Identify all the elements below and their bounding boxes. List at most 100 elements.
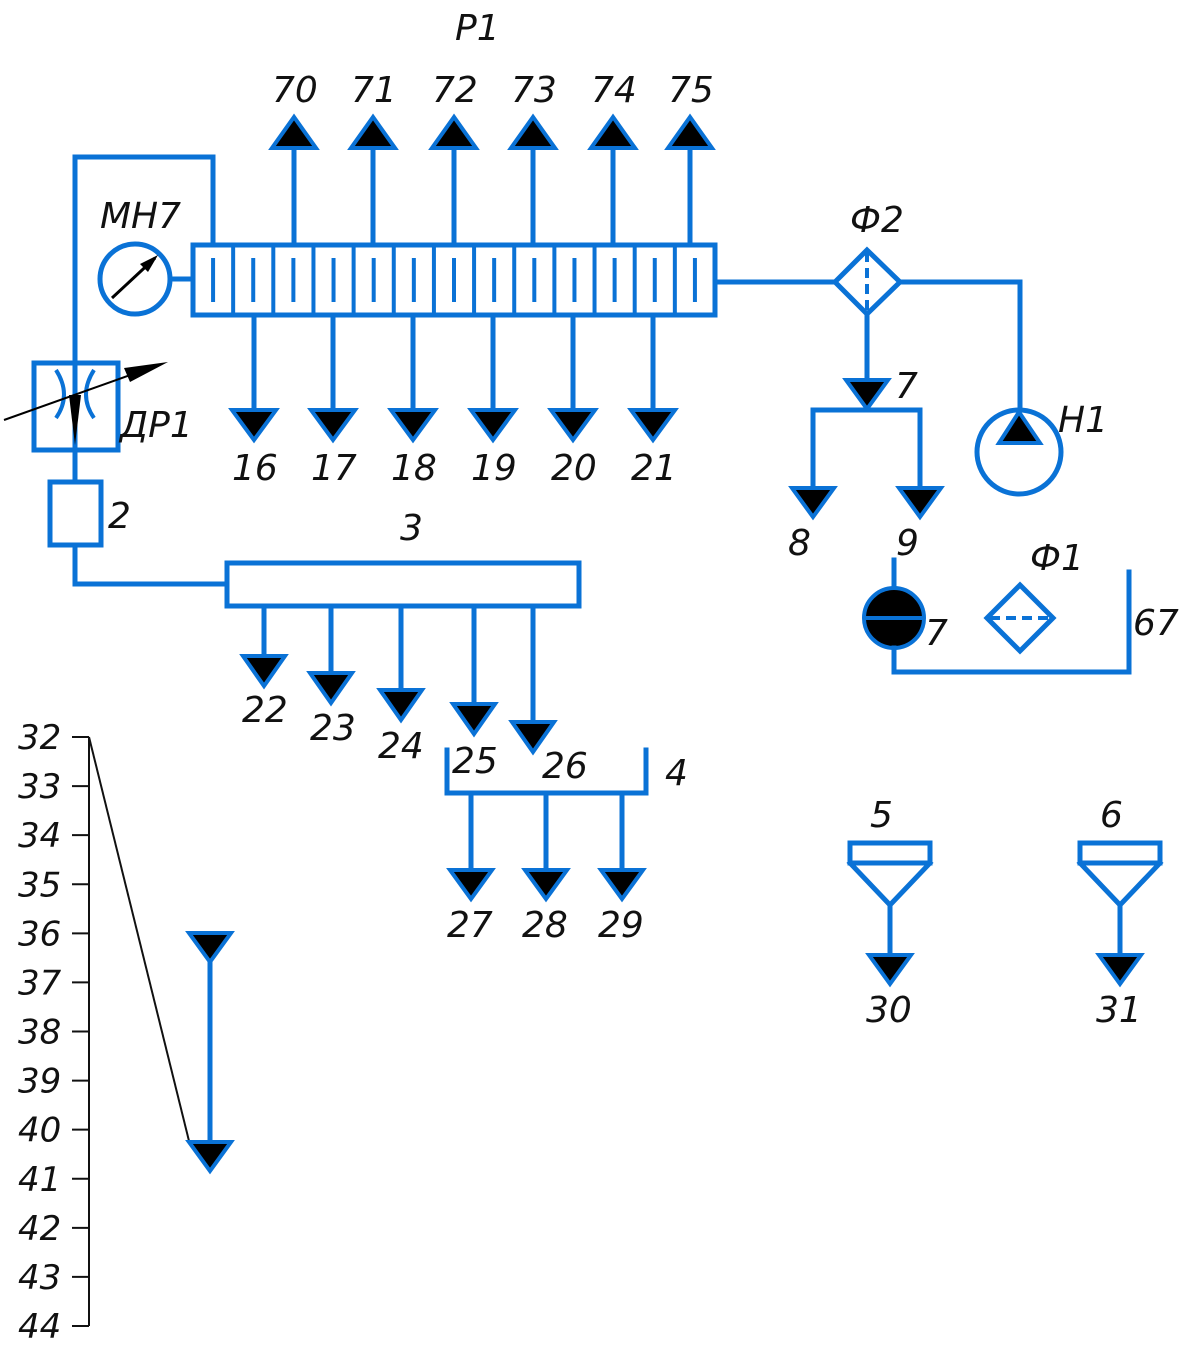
outlet-down-label: 18 [391, 448, 437, 489]
line-filter-pump [897, 279, 1023, 413]
outlet-up-triangle [268, 113, 320, 150]
block3-outlet-label: 23 [310, 708, 356, 749]
block3-outlet-triangle [306, 671, 356, 707]
block4-outlet-triangle [597, 868, 647, 903]
outlet-down-label: 21 [631, 448, 677, 489]
gauge-label: МН7 [100, 196, 181, 237]
scale-label: 38 [18, 1013, 61, 1053]
feed-line-loop [72, 154, 216, 365]
block3-outlet-label: 24 [378, 726, 424, 767]
outlet-down-triangle [228, 408, 280, 444]
outlet-up-triangle [428, 113, 480, 150]
block3-outlet-triangle [449, 702, 499, 738]
scale-label: 36 [18, 914, 61, 954]
scale-label: 40 [18, 1111, 61, 1151]
outlet-9-triangle [895, 486, 945, 521]
filter-f1-icon [983, 581, 1057, 655]
outlet-down-label: 20 [551, 448, 597, 489]
block-4-label: 4 [665, 753, 688, 794]
scale-label: 34 [18, 816, 61, 856]
scale-label: 32 [18, 718, 61, 758]
outlet-up-label: 73 [511, 70, 557, 111]
filter-f1: Ф1 [983, 538, 1084, 655]
throttle-dr1: ДР1 [3, 360, 193, 453]
throttle-label: ДР1 [118, 405, 193, 446]
filter-f2: Ф2 [831, 200, 904, 318]
funnel-label: 6 [1100, 795, 1123, 836]
outlet-up-label: 71 [351, 70, 397, 111]
funnel-5: 5 30 [846, 795, 934, 1031]
scale-label: 35 [18, 865, 61, 905]
filter-f2-label: Ф2 [850, 200, 904, 241]
block4-outlet-triangle [521, 868, 571, 903]
funnel-outlet-label: 30 [866, 990, 912, 1031]
legend-flow-symbol [185, 931, 235, 1175]
outlet-down-triangle [387, 408, 439, 444]
adjust-arrow-head [124, 362, 168, 382]
outlet-up-triangle [347, 113, 399, 150]
outlet-9-label: 9 [896, 523, 919, 564]
scale-leader-line [88, 736, 191, 1146]
funnel-label: 5 [870, 795, 893, 836]
throttle-arrow-down [69, 395, 81, 445]
gauge-needle-head [140, 255, 158, 272]
outlet-up-label: 75 [668, 70, 714, 111]
distributor-p1: Р1 [190, 8, 718, 318]
outlet-up-triangle [664, 113, 716, 150]
tank-line [891, 569, 1132, 675]
outlet-down-triangle [627, 408, 679, 444]
funnel-drain-triangle [1095, 953, 1145, 988]
legend-triangle-bottom [185, 1140, 235, 1175]
block-3 [224, 560, 582, 609]
scale-label: 33 [18, 767, 61, 807]
funnel-6: 6 31 [1076, 795, 1164, 1031]
scale-label: 37 [18, 963, 62, 1003]
block3-outlet-triangle [376, 688, 426, 724]
outlet-8-label: 8 [788, 523, 811, 564]
funnel-outlet-label: 31 [1096, 990, 1142, 1031]
block3-outlet-label: 22 [242, 690, 288, 731]
scale-label: 41 [18, 1160, 61, 1200]
outlet-up-label: 74 [591, 70, 637, 111]
funnel-drain-triangle [865, 953, 915, 988]
outlet-up-triangle [587, 113, 639, 150]
pressure-gauge-mn7: МН7 [97, 196, 196, 317]
outlet-up-label: 72 [432, 70, 478, 111]
pump-label: Н1 [1058, 400, 1108, 441]
outlet-down-triangle [307, 408, 359, 444]
legend-triangle-top [185, 931, 235, 966]
outlet-8-triangle [788, 486, 838, 521]
pump-triangle [995, 408, 1044, 445]
block4-outlet-label: 29 [598, 905, 644, 946]
scale-label: 42 [18, 1209, 61, 1249]
scale-label: 39 [18, 1062, 61, 1102]
outlet-up-triangle [507, 113, 559, 150]
node-7-branch [810, 407, 923, 491]
throttle-arc-left [54, 368, 66, 420]
block3-outlet-label: 26 [542, 746, 588, 787]
pump-h1: Н1 [974, 400, 1108, 497]
node-7b-label: 7 [925, 613, 948, 654]
throttle-arc-right [84, 368, 96, 420]
block4-outlet-label: 27 [447, 905, 493, 946]
funnel-cone [1076, 859, 1164, 909]
gauge-icon [97, 241, 173, 317]
legend-scale: 32 33 34 35 36 37 38 39 40 41 42 43 44 [18, 718, 191, 1347]
adjust-arrow-line [3, 367, 151, 421]
block4-outlet-triangle [446, 868, 496, 903]
scale-label: 43 [18, 1258, 61, 1298]
outlet-down-triangle [467, 408, 519, 444]
node-7-label: 7 [895, 366, 918, 407]
distributor-label: Р1 [455, 8, 500, 49]
block4-outlet-label: 28 [522, 905, 568, 946]
scale-label: 44 [18, 1307, 61, 1347]
tank-line-label: 67 [1133, 603, 1179, 644]
funnel-rim [847, 840, 933, 866]
outlet-down-label: 16 [232, 448, 278, 489]
outlet-down-label: 17 [311, 448, 357, 489]
block-4-outlets: 27 28 29 [446, 790, 647, 946]
